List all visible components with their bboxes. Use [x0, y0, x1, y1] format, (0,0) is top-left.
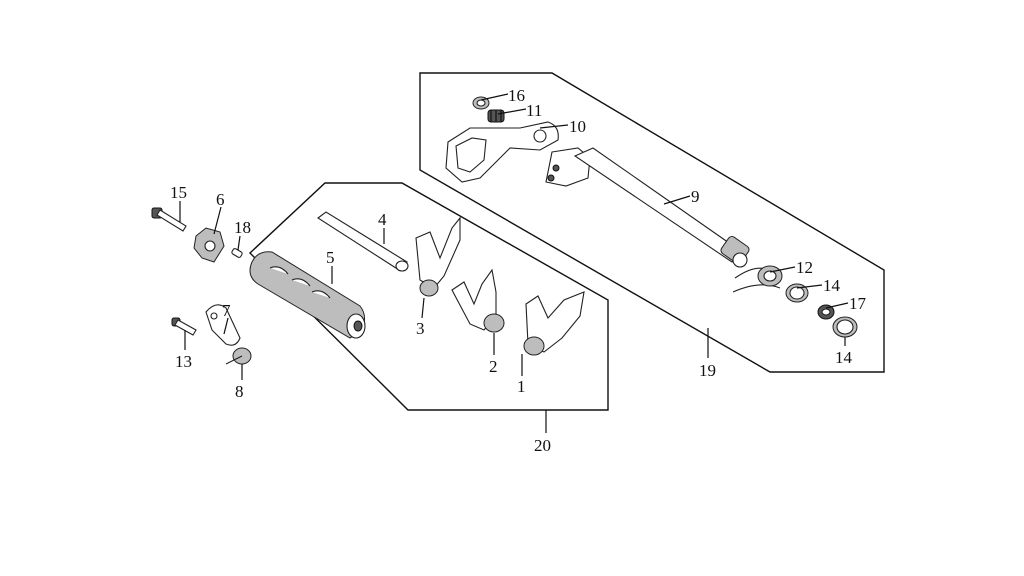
- assembly-frame-20: [248, 182, 609, 411]
- part-15-bolt: [151, 207, 187, 232]
- part-5-shift-drum: [249, 251, 366, 339]
- part-6-star-cam: [193, 227, 225, 263]
- callout-2: 2: [489, 357, 498, 376]
- part-10-plate: [445, 121, 559, 183]
- callout-5: 5: [326, 248, 335, 267]
- callout-18: 18: [234, 218, 251, 237]
- part-16-nut: [472, 96, 490, 110]
- callout-20: 20: [534, 436, 551, 455]
- part-7-stopper-arm: [205, 304, 241, 346]
- part-4-fork-shaft: [317, 211, 409, 272]
- callout-10: 10: [569, 117, 586, 136]
- callout-17: 17: [849, 294, 867, 313]
- callout-11: 11: [526, 101, 542, 120]
- callout-3: 3: [416, 319, 425, 338]
- callout-9: 9: [691, 187, 700, 206]
- callout-12: 12: [796, 258, 813, 277]
- callout-14-upper: 14: [823, 276, 841, 295]
- part-18-pin: [231, 248, 243, 258]
- part-3-shift-fork: [415, 216, 461, 297]
- part-1-shift-fork: [523, 291, 585, 356]
- part-8-spring: [225, 347, 252, 365]
- part-17-seal: [817, 304, 835, 320]
- callout-15: 15: [170, 183, 187, 202]
- callout-4: 4: [378, 210, 387, 229]
- callout-7: 7: [222, 301, 231, 320]
- callout-1: 1: [517, 377, 526, 396]
- part-13-bolt: [171, 317, 197, 336]
- part-12-return-spring: [732, 265, 783, 293]
- part-9-shift-shaft: [545, 147, 750, 268]
- callout-14-lower: 14: [835, 348, 853, 367]
- part-11-spring: [487, 109, 505, 123]
- callout-16: 16: [508, 86, 525, 105]
- part-14-washer-b: [832, 316, 858, 338]
- callout-8: 8: [235, 382, 244, 401]
- callout-13: 13: [175, 352, 192, 371]
- assembly-frame-19: [419, 72, 885, 373]
- leader-lines: [179, 93, 849, 433]
- part-2-shift-fork: [451, 268, 505, 333]
- callout-19: 19: [699, 361, 716, 380]
- part-14-washer-a: [785, 283, 809, 303]
- callout-labels: 16 11 10 9 12 14 17 14 19 4 5 3 2 1 20 1…: [170, 86, 867, 455]
- callout-6: 6: [216, 190, 225, 209]
